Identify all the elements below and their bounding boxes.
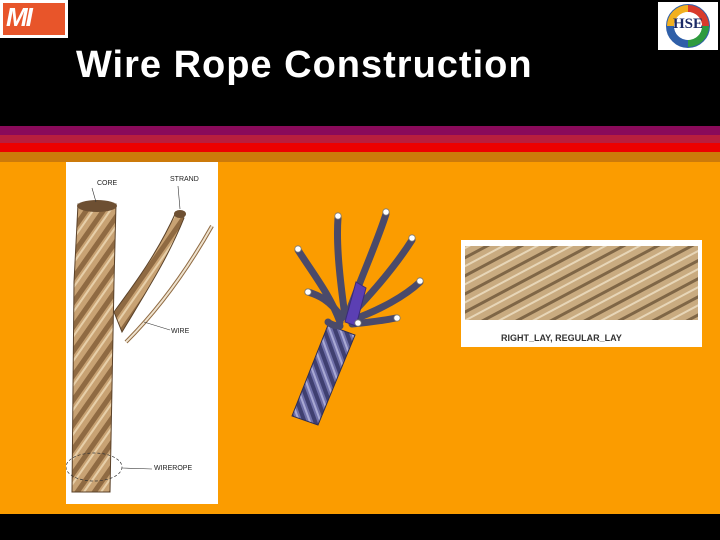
label-wirerope: WIREROPE bbox=[154, 465, 193, 472]
lay-caption: RIGHT_LAY, REGULAR_LAY bbox=[501, 333, 622, 343]
slide-footer bbox=[0, 514, 720, 540]
label-strand: STRAND bbox=[170, 176, 199, 183]
stripe-crimson bbox=[0, 135, 720, 143]
slide-header bbox=[0, 0, 720, 126]
rope-diagram-illustration bbox=[66, 185, 214, 493]
hse-logo: HSE bbox=[658, 2, 718, 50]
label-core: CORE bbox=[97, 180, 118, 187]
mi-logo: MI bbox=[0, 0, 68, 38]
label-wire: WIRE bbox=[171, 328, 190, 335]
lay-figure-panel: RIGHT_LAY, REGULAR_LAY bbox=[461, 240, 702, 347]
stripe-brown bbox=[0, 152, 720, 162]
lay-rope-illustration bbox=[465, 246, 698, 320]
stripe-purple bbox=[0, 126, 720, 135]
stripe-red bbox=[0, 143, 720, 152]
hse-globe-icon bbox=[666, 4, 710, 48]
slide-title: Wire Rope Construction bbox=[76, 44, 533, 86]
rope-diagram-panel: CORE STRAND WIRE WIREROPE bbox=[66, 162, 218, 504]
hse-logo-text: HSE bbox=[672, 16, 703, 32]
mi-logo-text: MI bbox=[6, 2, 33, 32]
